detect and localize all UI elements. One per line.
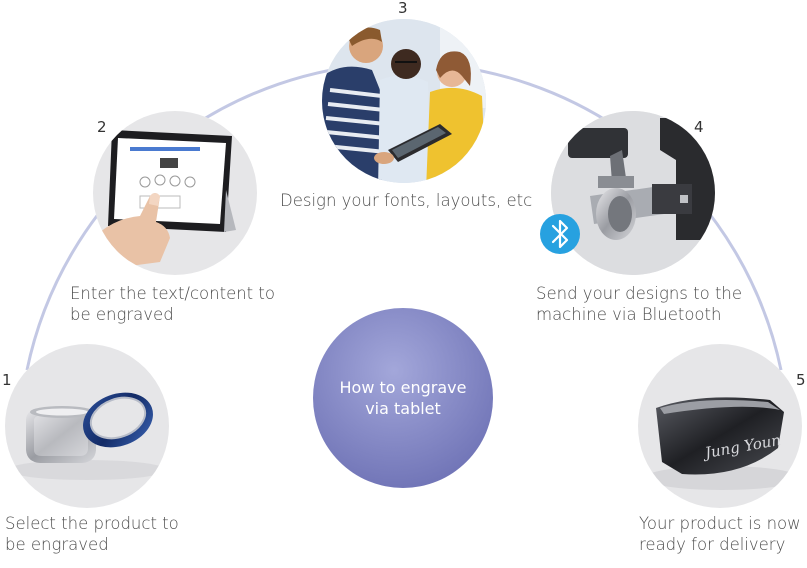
step-1-number: 1 xyxy=(2,371,12,389)
step-3-number: 3 xyxy=(398,0,408,17)
step-2-photo xyxy=(93,111,257,275)
step-2-number: 2 xyxy=(97,118,107,136)
bluetooth-icon xyxy=(540,214,580,254)
step-3-caption: Design your fonts, layouts, etc xyxy=(280,191,533,210)
step-5-photo: Jung Youn xyxy=(638,344,802,508)
step-4-number: 4 xyxy=(694,118,704,136)
step-4-caption: Send your designs to the machine via Blu… xyxy=(536,284,743,324)
step-1-photo xyxy=(5,344,169,508)
center-label: How to engrave via tablet xyxy=(339,378,467,418)
step-5-caption: Your product is now ready for delivery xyxy=(639,514,801,554)
step-4-photo xyxy=(551,111,715,275)
step-3-photo xyxy=(322,19,486,183)
step-2-caption: Enter the text/content to be engraved xyxy=(70,284,275,324)
step-5-number: 5 xyxy=(796,371,806,389)
step-1-caption: Select the product to be engraved xyxy=(5,514,179,554)
center-circle xyxy=(313,308,493,488)
